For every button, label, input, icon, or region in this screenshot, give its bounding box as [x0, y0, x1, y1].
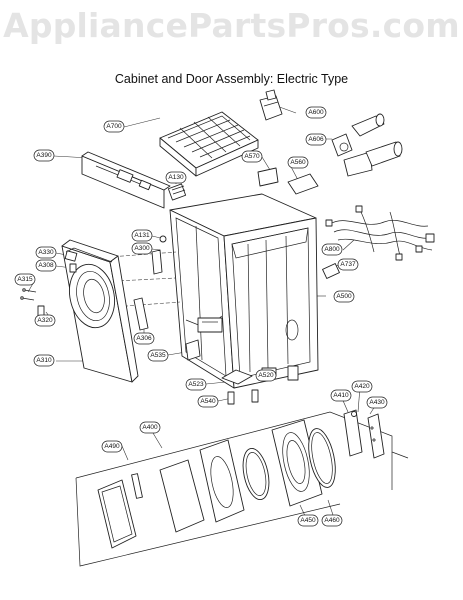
callout-A606: A606 [305, 133, 327, 146]
svg-text:A300: A300 [134, 245, 150, 252]
callout-A420: A420 [351, 380, 373, 393]
screw-part [37, 305, 45, 317]
svg-text:A460: A460 [324, 517, 340, 524]
svg-text:A523: A523 [188, 381, 204, 388]
hinge-clip-part [69, 263, 77, 273]
door-liner-part [199, 439, 245, 523]
callout-A520: A520 [255, 369, 277, 382]
callout-A535: A535 [147, 349, 169, 362]
hinge-part [151, 249, 163, 275]
door-ring-part [242, 447, 270, 501]
filter-guide-part [167, 183, 187, 201]
leg-bracket-part [185, 339, 201, 361]
top-grille-part [159, 111, 259, 177]
foot-b [251, 389, 259, 403]
callout-A570: A570 [241, 150, 263, 163]
hinge-screw-part [351, 411, 357, 417]
svg-text:A800: A800 [324, 246, 340, 253]
callout-A523: A523 [185, 378, 207, 391]
svg-text:A420: A420 [354, 383, 370, 390]
switch-part [322, 263, 340, 279]
bracket-part [257, 167, 279, 187]
svg-text:A570: A570 [244, 153, 260, 160]
svg-text:A131: A131 [134, 232, 150, 239]
svg-text:A540: A540 [200, 398, 216, 405]
cabinet-part [169, 193, 319, 389]
svg-text:A308: A308 [38, 262, 54, 269]
door-gasket-part [308, 428, 336, 488]
svg-text:A430: A430 [369, 399, 385, 406]
callout-A310: A310 [33, 354, 55, 367]
svg-text:A535: A535 [150, 352, 166, 359]
callout-A800: A800 [321, 243, 343, 256]
callout-A460: A460 [321, 514, 343, 527]
door-hinge-part [343, 409, 363, 457]
callout-A490: A490 [101, 440, 123, 453]
duct-damper-part [259, 89, 283, 121]
watermark: AppliancePartsPros.com [3, 6, 460, 45]
door-handle-part [131, 473, 143, 499]
callout-A540: A540 [197, 395, 219, 408]
svg-text:A560: A560 [290, 159, 306, 166]
wire-harness-part [325, 205, 435, 261]
front-panel-part [61, 239, 139, 383]
svg-text:A700: A700 [106, 123, 122, 130]
latch-part [64, 250, 78, 262]
svg-text:A606: A606 [308, 136, 324, 143]
svg-text:A315: A315 [17, 276, 33, 283]
callout-A308: A308 [35, 259, 57, 272]
foot-a [227, 391, 235, 405]
svg-text:A410: A410 [333, 392, 349, 399]
callout-A450: A450 [297, 514, 319, 527]
callout-A700: A700 [103, 120, 125, 133]
door-inner-part [271, 419, 323, 507]
base-bracket-part [221, 369, 253, 385]
diagram-title: Cabinet and Door Assembly: Electric Type [114, 72, 349, 86]
svg-text:A306: A306 [136, 335, 152, 342]
svg-text:A737: A737 [340, 261, 356, 268]
door-glass-part [159, 459, 205, 533]
svg-text:A520: A520 [258, 372, 274, 379]
callout-A300: A300 [131, 242, 153, 255]
door-frame-part [97, 479, 137, 549]
callout-A320: A320 [34, 314, 56, 327]
callout-A306: A306 [133, 332, 155, 345]
svg-text:A330: A330 [38, 249, 54, 256]
callout-A390: A390 [33, 149, 55, 162]
svg-text:A600: A600 [308, 109, 324, 116]
callout-A330: A330 [35, 246, 57, 259]
door-assembly-box [75, 411, 409, 567]
control-panel-part [81, 151, 171, 209]
side-bracket-part [133, 297, 149, 331]
callout-A560: A560 [287, 156, 309, 169]
svg-text:A320: A320 [37, 317, 53, 324]
clip-part [287, 173, 319, 195]
svg-text:A450: A450 [300, 517, 316, 524]
callout-A430: A430 [366, 396, 388, 409]
callout-A600: A600 [305, 106, 327, 119]
callout-A130: A130 [165, 171, 187, 184]
svg-text:A500: A500 [336, 293, 352, 300]
svg-text:A310: A310 [36, 357, 52, 364]
hinge-cover-part [367, 413, 385, 459]
svg-text:A390: A390 [36, 152, 52, 159]
callout-A315: A315 [14, 273, 36, 286]
leveling-leg-part [287, 365, 299, 381]
svg-text:A490: A490 [104, 443, 120, 450]
callout-A131: A131 [131, 229, 153, 242]
exhaust-duct-part [331, 113, 403, 177]
svg-text:A130: A130 [168, 174, 184, 181]
callout-A400: A400 [139, 421, 161, 434]
callout-A500: A500 [333, 290, 355, 303]
callout-A737: A737 [337, 258, 359, 271]
svg-text:A400: A400 [142, 424, 158, 431]
callout-A410: A410 [330, 389, 352, 402]
screw-part [159, 235, 167, 243]
